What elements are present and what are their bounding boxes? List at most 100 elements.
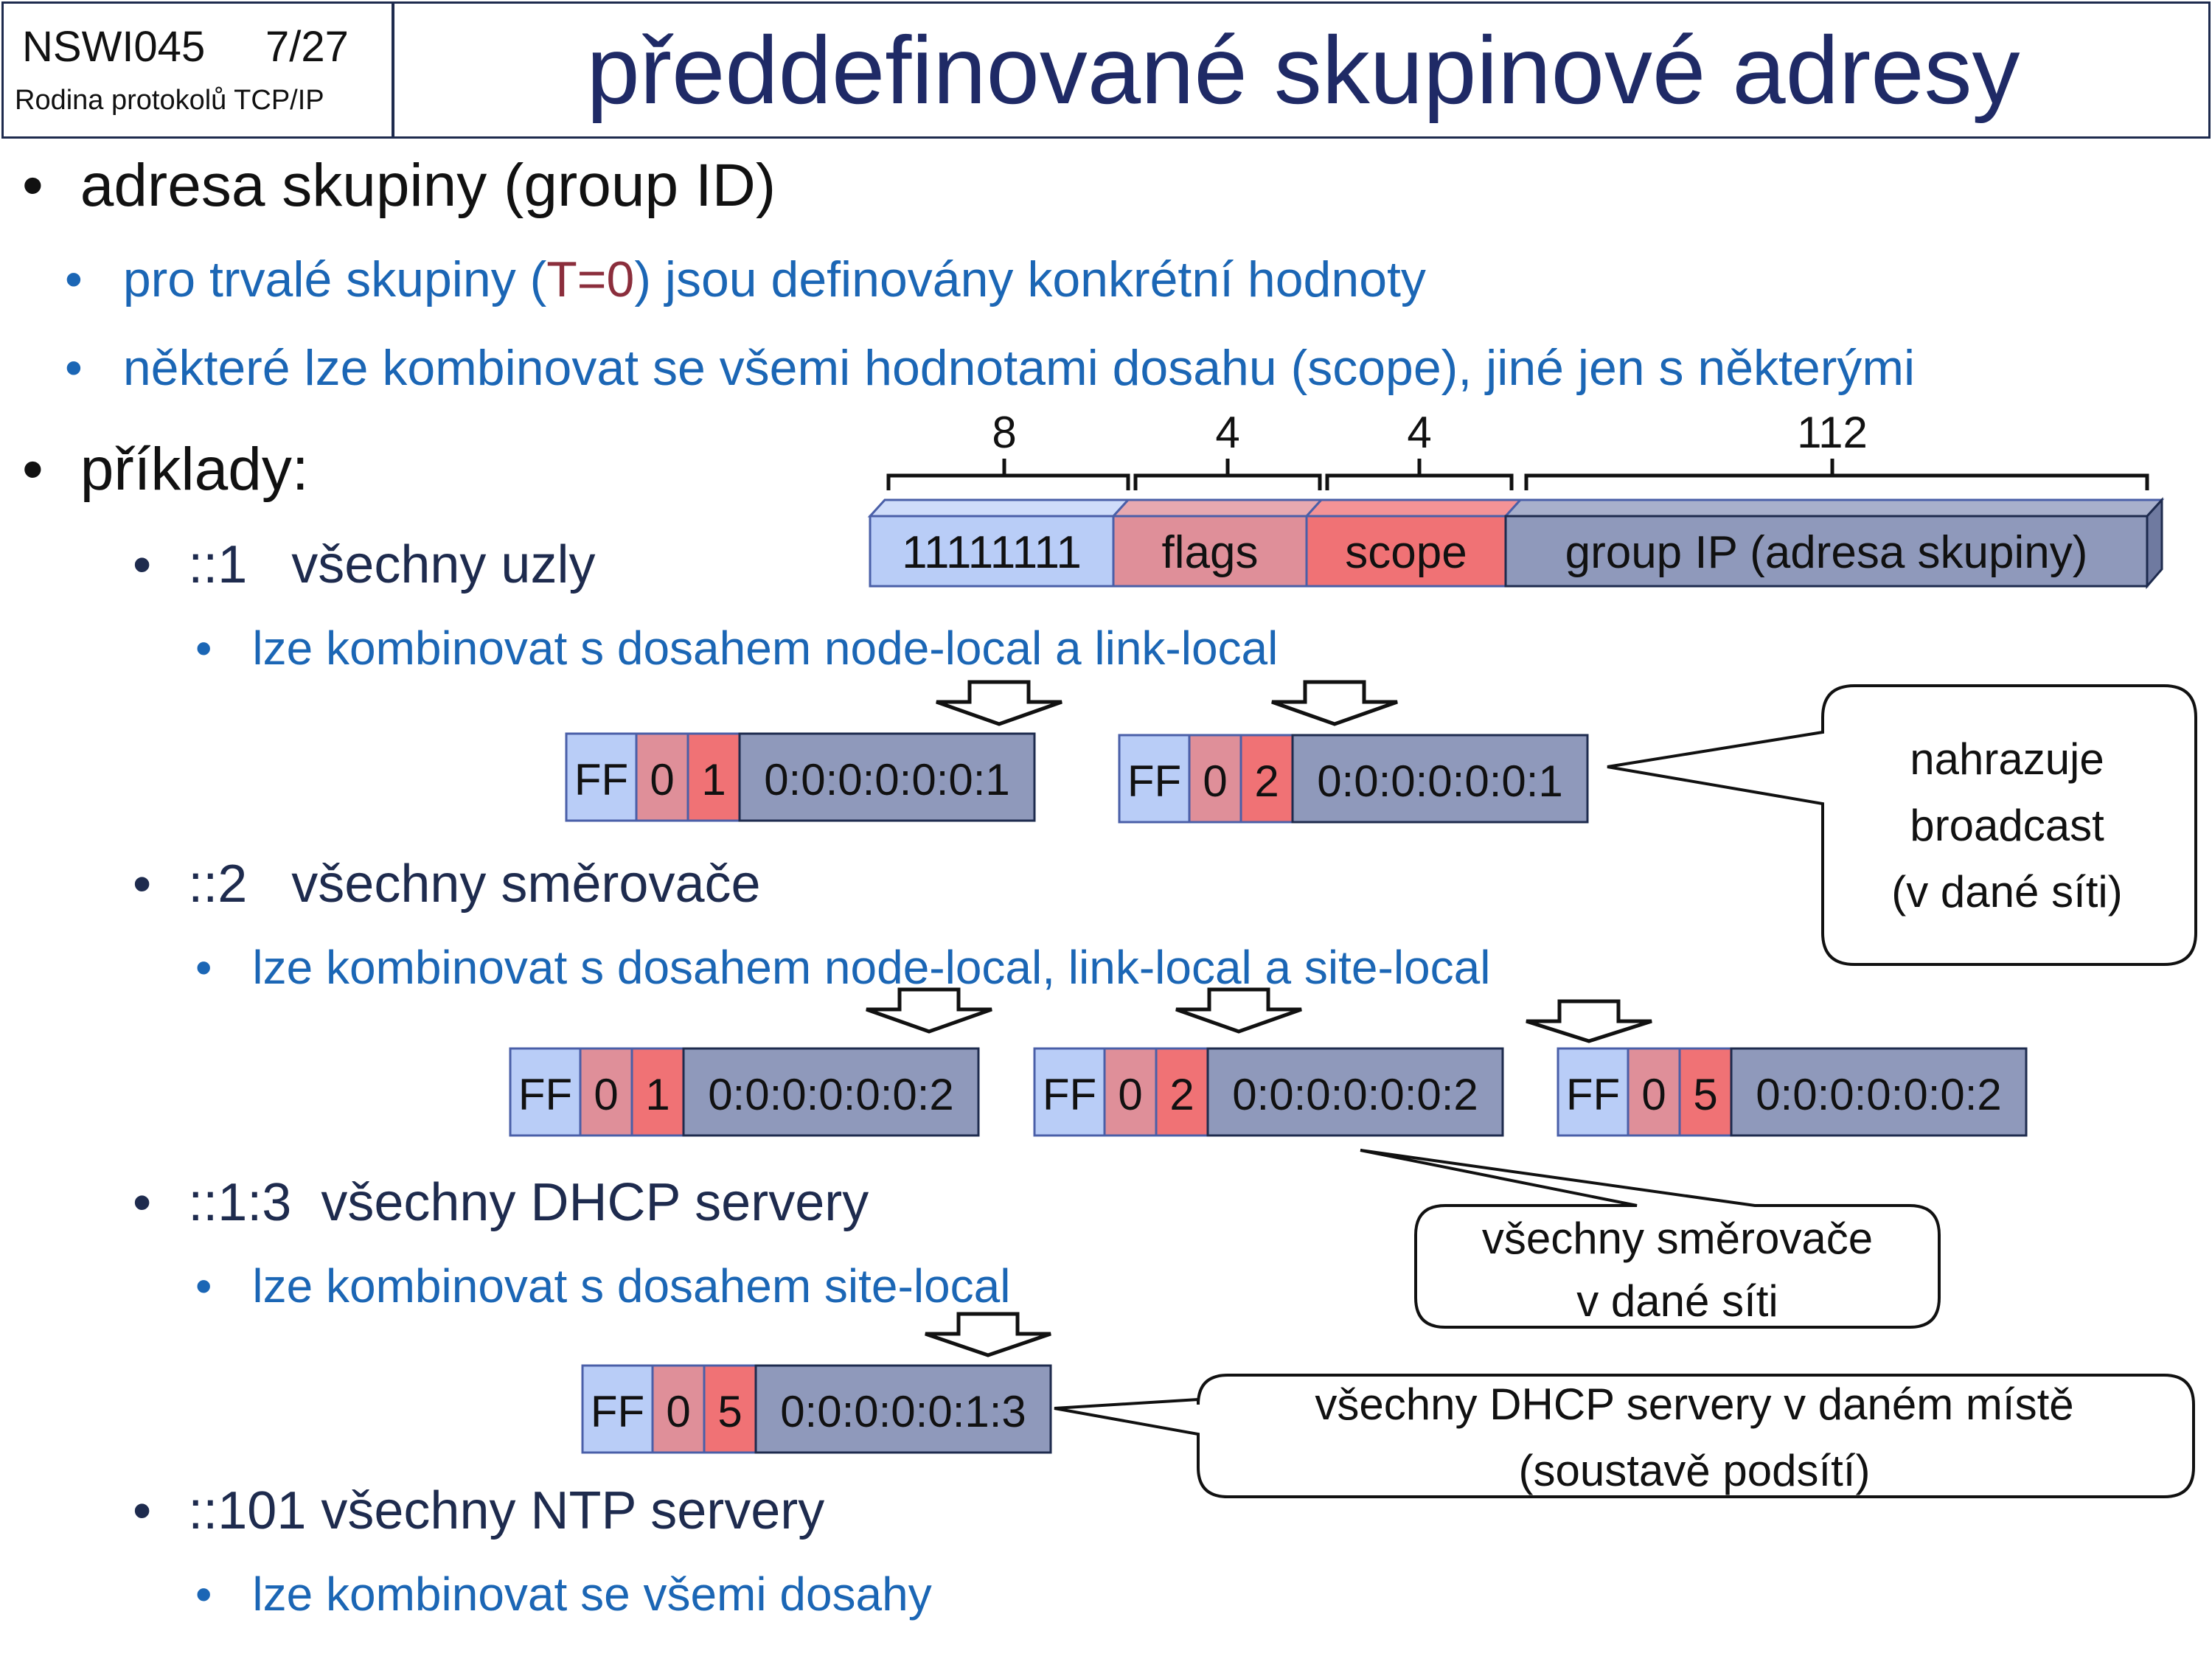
bullet-text: lze kombinovat s dosahem node-local, lin… bbox=[252, 941, 1491, 994]
arrow-down-icon bbox=[925, 1312, 1051, 1357]
address-value-ff: FF bbox=[1127, 757, 1181, 806]
flag-t-value: T=0 bbox=[546, 251, 635, 307]
example-all-nodes-note: • lze kombinovat s dosahem node-local a l… bbox=[195, 621, 1278, 675]
bullet-dot: • bbox=[22, 152, 44, 219]
segment-scope bbox=[1305, 515, 1507, 588]
address-segment-scope bbox=[686, 732, 741, 822]
address-segment-group bbox=[738, 732, 1036, 822]
address-value-group: 0:0:0:0:0:0:1 bbox=[764, 755, 1010, 804]
arrow-down-icon bbox=[936, 680, 1062, 726]
bullet-dot: • bbox=[195, 941, 212, 994]
field-prefix: 11111111 bbox=[902, 527, 1082, 578]
address-segment-ff bbox=[581, 1364, 654, 1454]
size-label-flags: 4 bbox=[1215, 408, 1239, 457]
bullet-text: ::1:3 všechny DHCP servery bbox=[188, 1173, 869, 1232]
address-value-flags: 0 bbox=[594, 1070, 618, 1119]
address-segment-group bbox=[754, 1364, 1052, 1454]
size-label-group: 112 bbox=[1797, 408, 1868, 457]
arrow-down-icon bbox=[1526, 999, 1652, 1043]
bullet-dot: • bbox=[195, 622, 212, 675]
segment-group bbox=[1504, 515, 2149, 588]
bullet-text: lze kombinovat s dosahem site-local bbox=[252, 1259, 1011, 1312]
address-value-flags: 0 bbox=[650, 755, 674, 804]
bullet-text: lze kombinovat se všemi dosahy bbox=[252, 1568, 932, 1621]
address-value-group: 0:0:0:0:0:0:2 bbox=[1232, 1070, 1478, 1119]
callout-dhcp-line2: (soustavě podsítí) bbox=[1519, 1446, 1871, 1495]
address-segment-group bbox=[682, 1047, 980, 1137]
callout-routers-line2: v dané síti bbox=[1576, 1276, 1778, 1326]
bullet-examples: •příklady: bbox=[22, 435, 309, 504]
course-name: Rodina protokolů TCP/IP bbox=[15, 85, 324, 116]
sub-bullet-permanent: •pro trvalé skupiny (T=0) jsou definován… bbox=[65, 251, 1426, 308]
address-segment-flags bbox=[1103, 1047, 1158, 1137]
header-box bbox=[1, 1, 2211, 139]
bullet-dot: • bbox=[133, 535, 152, 594]
address-value-scope: 5 bbox=[1693, 1070, 1717, 1119]
address-segment-flags bbox=[1188, 734, 1242, 824]
slide-number: 7/27 bbox=[265, 23, 349, 71]
sub-bullet-scope: • některé lze kombinovat se všemi hodnota… bbox=[65, 339, 1915, 397]
callouts bbox=[1054, 684, 2197, 1498]
bullet-dot: • bbox=[65, 340, 83, 396]
bullet-dot: • bbox=[195, 1259, 212, 1312]
bullet-text: ::1 všechny uzly bbox=[188, 535, 596, 594]
page-title: předdefinované skupinové adresy bbox=[586, 16, 2020, 124]
segment-top-prefix bbox=[867, 498, 1131, 518]
callout-routers bbox=[1360, 1149, 1941, 1329]
callout-dhcp-line1: všechny DHCP servery v daném místě bbox=[1315, 1380, 2073, 1429]
callout-broadcast-line2: broadcast bbox=[1910, 801, 2104, 850]
arrow-down-icon bbox=[1175, 987, 1302, 1034]
address-segment-flags bbox=[1627, 1047, 1681, 1137]
bullet-text: některé lze kombinovat se všemi hodnotam… bbox=[122, 340, 1916, 396]
address-segment-group bbox=[1291, 734, 1589, 824]
address-value-ff: FF bbox=[1566, 1070, 1620, 1119]
address-segment-scope bbox=[1678, 1047, 1733, 1137]
bullet-text: lze kombinovat s dosahem node-local a li… bbox=[252, 622, 1279, 675]
callout-broadcast-line3: (v dané síti) bbox=[1891, 867, 2122, 917]
brace-prefix bbox=[886, 459, 1130, 490]
address-segment-ff bbox=[565, 732, 638, 822]
brace-group bbox=[1524, 459, 2149, 490]
address-value-flags: 0 bbox=[1641, 1070, 1666, 1119]
address-value-ff: FF bbox=[591, 1387, 644, 1436]
callout-broadcast bbox=[1607, 684, 2197, 966]
example-all-routers-note: • lze kombinovat s dosahem node-local, li… bbox=[195, 940, 1490, 995]
bullet-text: příklady: bbox=[80, 436, 309, 503]
example-all-nodes: •::1 všechny uzly bbox=[133, 535, 595, 595]
address-value-group: 0:0:0:0:0:1:3 bbox=[780, 1387, 1026, 1436]
example-ntp-servers-note: •lze kombinovat se všemi dosahy bbox=[195, 1567, 932, 1621]
bullet-text: adresa skupiny (group ID) bbox=[80, 152, 776, 219]
address-value-ff: FF bbox=[574, 755, 628, 804]
address-value-flags: 0 bbox=[1118, 1070, 1142, 1119]
address-segment-group bbox=[1206, 1047, 1504, 1137]
text-part: pro trvalé skupiny ( bbox=[122, 251, 547, 307]
field-scope: scope bbox=[1345, 527, 1467, 578]
address-value-ff: FF bbox=[518, 1070, 572, 1119]
address-value-scope: 2 bbox=[1169, 1070, 1194, 1119]
callout-routers-line1: všechny směrovače bbox=[1482, 1214, 1873, 1263]
address-segment-group bbox=[1730, 1047, 2028, 1137]
address-value-scope: 1 bbox=[645, 1070, 669, 1119]
address-segment-scope bbox=[630, 1047, 685, 1137]
size-label-scope: 4 bbox=[1407, 408, 1431, 457]
bullet-dot: • bbox=[133, 1481, 152, 1540]
arrow-down-icon bbox=[1271, 680, 1398, 726]
callout-dhcp bbox=[1054, 1374, 2195, 1498]
field-group: group IP (adresa skupiny) bbox=[1565, 527, 2088, 578]
address-value-ff: FF bbox=[1043, 1070, 1096, 1119]
address-segment-scope bbox=[1239, 734, 1294, 824]
address-value-scope: 1 bbox=[701, 755, 726, 804]
segment-flags bbox=[1112, 515, 1308, 588]
example-all-routers: •::2 všechny směrovače bbox=[133, 854, 761, 914]
address-segment-scope bbox=[703, 1364, 757, 1454]
text-part: ) jsou definovány konkrétní hodnoty bbox=[634, 251, 1426, 307]
address-segment-flags bbox=[579, 1047, 633, 1137]
